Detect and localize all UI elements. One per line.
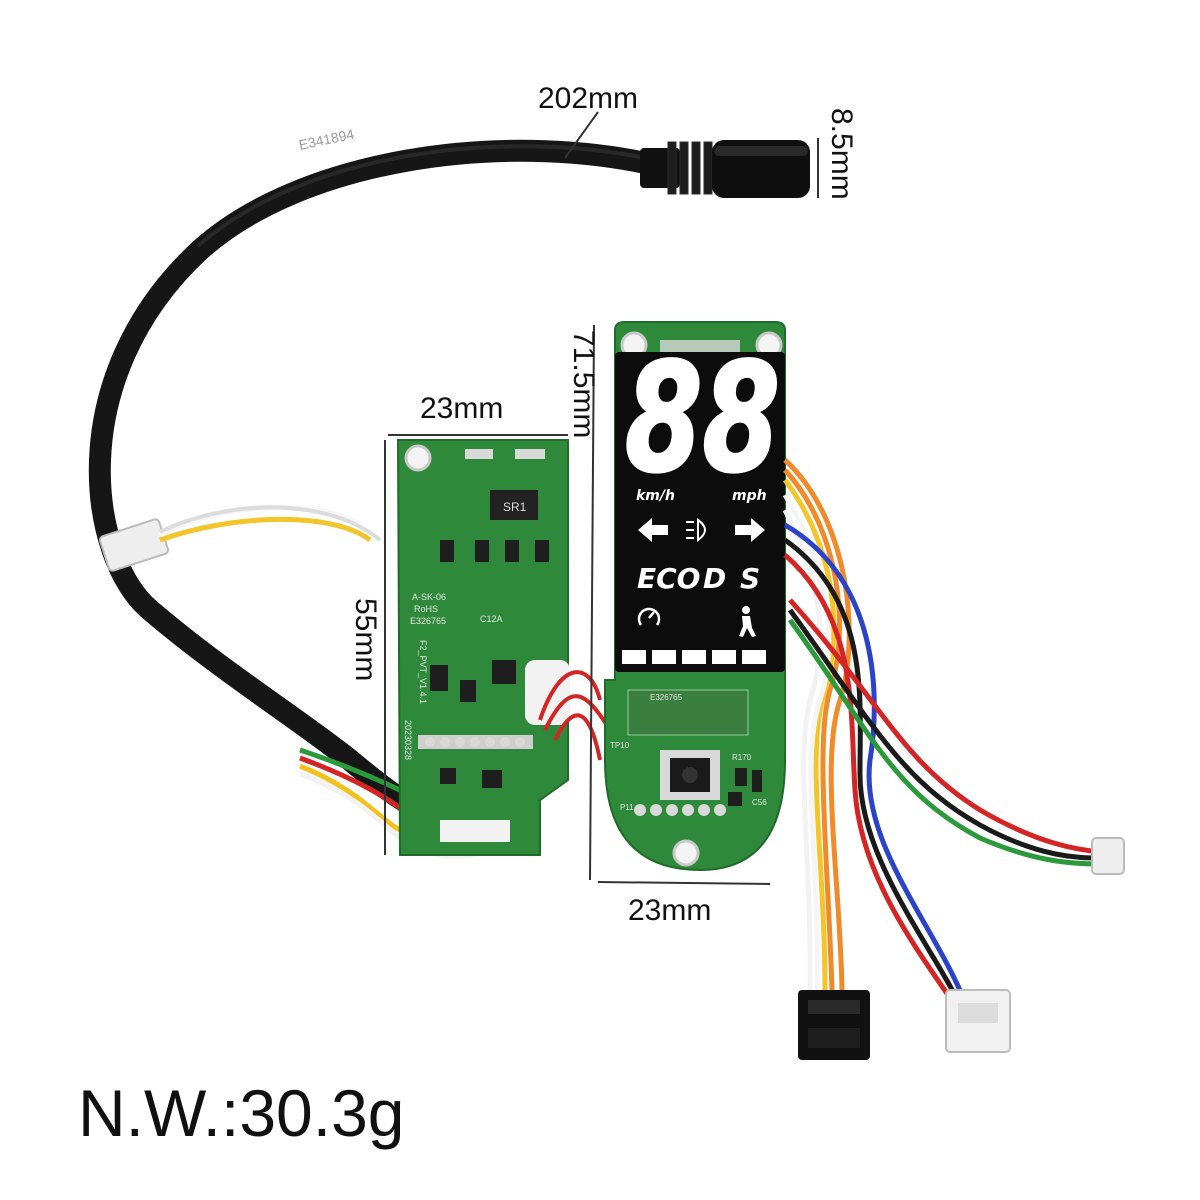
pcb-label-version: F2_PVT_V1.4.1	[418, 640, 428, 704]
pcb-label-p11: P11	[620, 803, 634, 812]
pcb-label-ask: A-SK-06	[412, 592, 446, 602]
pcb-label-e-number: E326765	[410, 616, 446, 626]
left-pcb: SR1 A-SK-06 RoHS E326765 C12A F2_PVT_V1.…	[396, 439, 570, 856]
mode-s: S	[740, 562, 760, 595]
mode-eco: ECO	[637, 562, 700, 595]
red-wires-between	[538, 670, 612, 761]
pcb-label-sr1: SR1	[503, 500, 527, 514]
pcb-label-tp10: TP10	[610, 741, 630, 750]
net-weight-label: N.W.:30.3g	[78, 1076, 405, 1150]
pcb-label-rohs: RoHS	[414, 604, 438, 614]
main-cable: E341894	[88, 126, 666, 821]
left-arrow-icon	[638, 518, 668, 542]
white-connector-bottom	[945, 989, 1011, 1053]
unit-kmh: km/h	[636, 488, 675, 504]
unit-mph: mph	[732, 488, 767, 504]
pcb-label-e-number-right: E326765	[650, 693, 683, 702]
cable-print: E341894	[297, 126, 355, 153]
width-top-label: 23mm	[420, 392, 504, 425]
pcb-label-date: 20230328	[403, 720, 413, 760]
width-bottom-label: 23mm	[628, 894, 712, 927]
right-arrow-icon	[735, 518, 765, 542]
lcd-display: 88 km/h mph ECO D S	[615, 331, 785, 672]
right-wire-bundle	[782, 458, 1101, 997]
round-connector	[640, 140, 810, 198]
mode-d: D	[703, 562, 726, 595]
speed-digits: 88	[625, 332, 780, 506]
pcb-label-c56: C56	[752, 798, 767, 807]
battery-bar	[622, 650, 766, 664]
height-board-label: 55mm	[349, 598, 382, 682]
dimension-lines	[384, 111, 819, 885]
cable-length-label: 202mm	[538, 82, 639, 115]
cruise-icon	[637, 607, 661, 626]
black-connector-bottom	[798, 990, 870, 1060]
walk-mode-icon	[739, 606, 756, 637]
small-white-connector-left	[98, 504, 382, 572]
pcb-label-c12a: C12A	[480, 614, 503, 624]
height-full-label: 71.5mm	[567, 330, 600, 439]
headlight-icon	[686, 518, 706, 542]
pcb-label-r170: R170	[732, 753, 752, 762]
connector-diameter-label: 8.5mm	[825, 108, 858, 200]
small-white-connector-right	[1091, 837, 1125, 875]
